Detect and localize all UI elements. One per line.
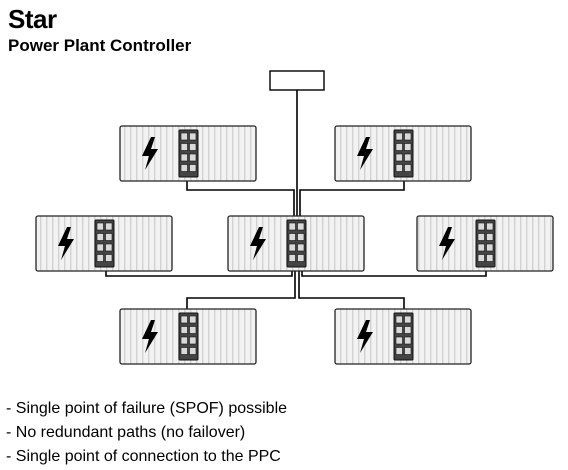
ethernet-port-icon (105, 222, 113, 231)
ethernet-port-icon (486, 233, 494, 241)
ethernet-port-icon (404, 143, 412, 151)
lightning-bolt-icon (58, 227, 74, 260)
ethernet-port-icon (189, 153, 197, 162)
ethernet-port-icon (96, 233, 104, 241)
inv-mid-right (416, 215, 554, 272)
inv-bottom-left (119, 308, 257, 365)
ethernet-port-icon (395, 336, 403, 345)
ethernet-port-icon (105, 243, 113, 252)
ethernet-port-icon (404, 347, 412, 355)
ethernet-port-icon (189, 143, 197, 151)
ethernet-port-icon (96, 254, 104, 262)
lightning-bolt-icon (439, 227, 455, 260)
ethernet-port-icon (404, 315, 412, 324)
ethernet-port-icon (395, 153, 403, 162)
note-item-single-connection: - Single point of connection to the PPC (6, 448, 281, 465)
ethernet-port-icon (96, 243, 104, 252)
ethernet-port-icon (395, 315, 403, 324)
ethernet-port-icon (297, 243, 305, 252)
network-links (105, 90, 487, 310)
ethernet-port-icon (105, 254, 113, 262)
ethernet-port-icon (395, 326, 403, 334)
ethernet-port-icon (180, 164, 188, 172)
link-bottom-left (186, 264, 296, 310)
inv-top-right (334, 125, 472, 182)
ethernet-port-icon (404, 164, 412, 172)
devices (35, 70, 554, 365)
ethernet-port-icon (180, 347, 188, 355)
ethernet-port-icon (486, 254, 494, 262)
power-plant-controller-box (269, 70, 325, 91)
ethernet-port-icon (105, 233, 113, 241)
ethernet-port-icon (297, 222, 305, 231)
ethernet-port-icon (288, 243, 296, 252)
ethernet-port-icon (486, 243, 494, 252)
ethernet-port-icon (477, 243, 485, 252)
ethernet-port-icon (180, 132, 188, 141)
inv-mid-left (35, 215, 173, 272)
ethernet-port-icon (288, 233, 296, 241)
ethernet-port-icon (189, 164, 197, 172)
ethernet-port-icon (395, 164, 403, 172)
ethernet-port-icon (404, 326, 412, 334)
ethernet-port-icon (477, 233, 485, 241)
ethernet-port-icon (180, 143, 188, 151)
inv-top-left (119, 125, 257, 182)
page-subtitle: Power Plant Controller (8, 36, 192, 55)
ethernet-port-icon (180, 336, 188, 345)
page-title: Star (8, 4, 57, 34)
ethernet-port-icon (297, 233, 305, 241)
ethernet-port-icon (477, 254, 485, 262)
ethernet-port-icon (189, 132, 197, 141)
link-top-right (299, 180, 405, 222)
ethernet-port-icon (96, 222, 104, 231)
link-bottom-right (298, 264, 405, 310)
ethernet-port-icon (395, 132, 403, 141)
ethernet-port-icon (189, 315, 197, 324)
ethernet-port-icon (477, 222, 485, 231)
lightning-bolt-icon (250, 227, 266, 260)
inv-bottom-right (334, 308, 472, 365)
ethernet-port-icon (189, 326, 197, 334)
ethernet-port-icon (189, 347, 197, 355)
ethernet-port-icon (395, 347, 403, 355)
inv-center-hub (227, 215, 365, 272)
ethernet-port-icon (180, 326, 188, 334)
ethernet-port-icon (404, 153, 412, 162)
note-item-spof: - Single point of failure (SPOF) possibl… (6, 400, 288, 417)
lightning-bolt-icon (357, 320, 373, 353)
notes-list: - Single point of failure (SPOF) possibl… (6, 397, 287, 469)
ethernet-port-icon (180, 153, 188, 162)
ethernet-port-icon (404, 132, 412, 141)
ethernet-port-icon (404, 336, 412, 345)
ethernet-port-icon (288, 222, 296, 231)
lightning-bolt-icon (357, 137, 373, 170)
ethernet-port-icon (297, 254, 305, 262)
ethernet-port-icon (486, 222, 494, 231)
link-top-left (186, 180, 295, 222)
ethernet-port-icon (395, 143, 403, 151)
ethernet-port-icon (180, 315, 188, 324)
note-item-no-redundancy: - No redundant paths (no failover) (6, 424, 246, 441)
ethernet-port-icon (189, 336, 197, 345)
ethernet-port-icon (288, 254, 296, 262)
lightning-bolt-icon (142, 137, 158, 170)
lightning-bolt-icon (142, 320, 158, 353)
